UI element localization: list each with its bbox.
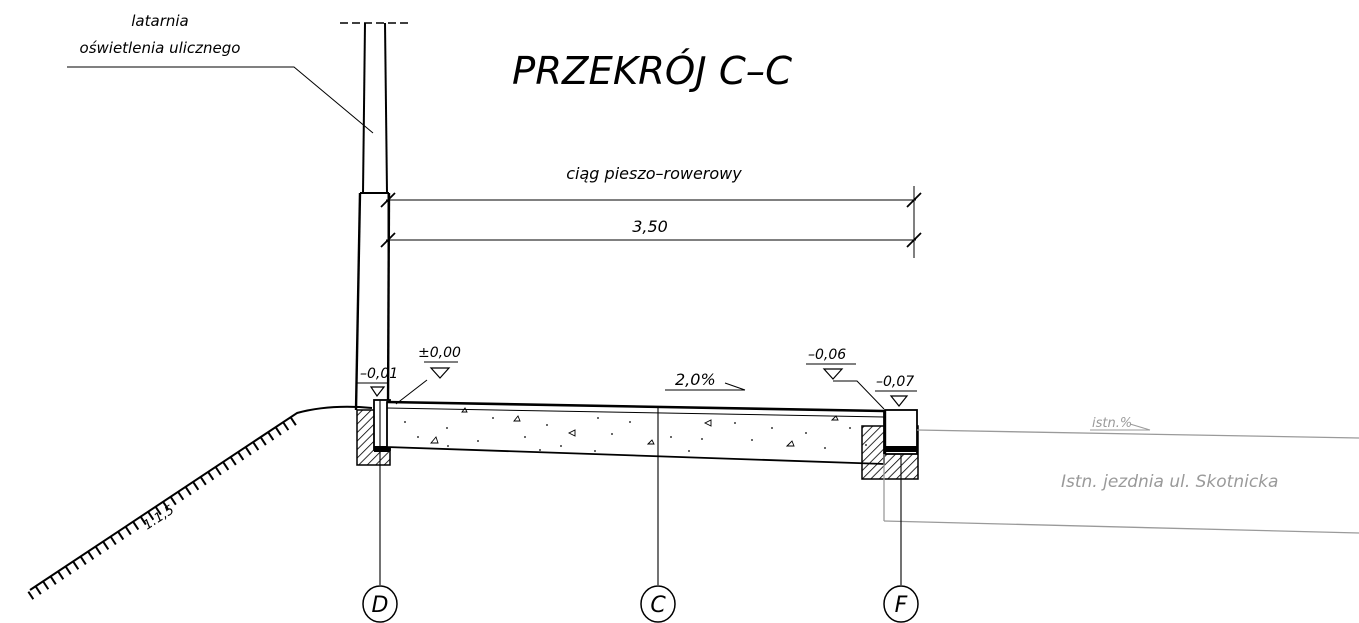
road-label: Istn. jezdnia ul. Skotnicka: [1061, 472, 1278, 492]
right-curb: [861, 409, 919, 480]
cross-slope-label: 2,0%: [675, 370, 716, 389]
slope-label: 1:1,5: [141, 503, 177, 534]
embankment-slope: 1:1,5: [27, 405, 373, 600]
existing-slope-label: istn.%: [1092, 416, 1132, 431]
elevation-right-top: –0,06: [808, 347, 846, 363]
elevation-markers: –0,01 ±0,00 –0,06 –0,07: [357, 345, 917, 410]
dimension-lines: ciąg pieszo–rowerowy 3,50: [380, 164, 922, 258]
elevation-zero: ±0,00: [418, 345, 461, 361]
lamp-annotation: latarnia oświetlenia ulicznego: [67, 12, 374, 134]
concrete-aggregate-marks: [430, 407, 839, 447]
concrete-slab: [386, 400, 885, 465]
lamp-label-line1: latarnia: [131, 12, 188, 30]
drawing-title: PRZEKRÓJ C–C: [512, 49, 792, 93]
marker-d: D: [362, 585, 398, 623]
elevation-curb: –0,07: [876, 374, 914, 390]
marker-c-label: C: [650, 593, 666, 618]
marker-f: F: [883, 585, 919, 623]
lamp-label-line2: oświetlenia ulicznego: [80, 39, 241, 57]
left-curb: [356, 399, 391, 466]
lamp-leader-line: [67, 66, 374, 134]
cross-slope-indicator: 2,0%: [665, 370, 746, 391]
marker-c: C: [640, 585, 676, 623]
lamp-pole: [340, 22, 412, 411]
marker-f-label: F: [895, 593, 908, 618]
elevation-left-edge: –0,01: [360, 366, 398, 382]
concrete-dots: [404, 417, 867, 452]
width-dimension-label: 3,50: [632, 217, 668, 236]
marker-d-label: D: [372, 593, 389, 618]
existing-road: istn.% Istn. jezdnia ul. Skotnicka: [883, 416, 1359, 534]
marker-leaders: [379, 400, 902, 585]
path-name-label: ciąg pieszo–rowerowy: [566, 164, 742, 183]
